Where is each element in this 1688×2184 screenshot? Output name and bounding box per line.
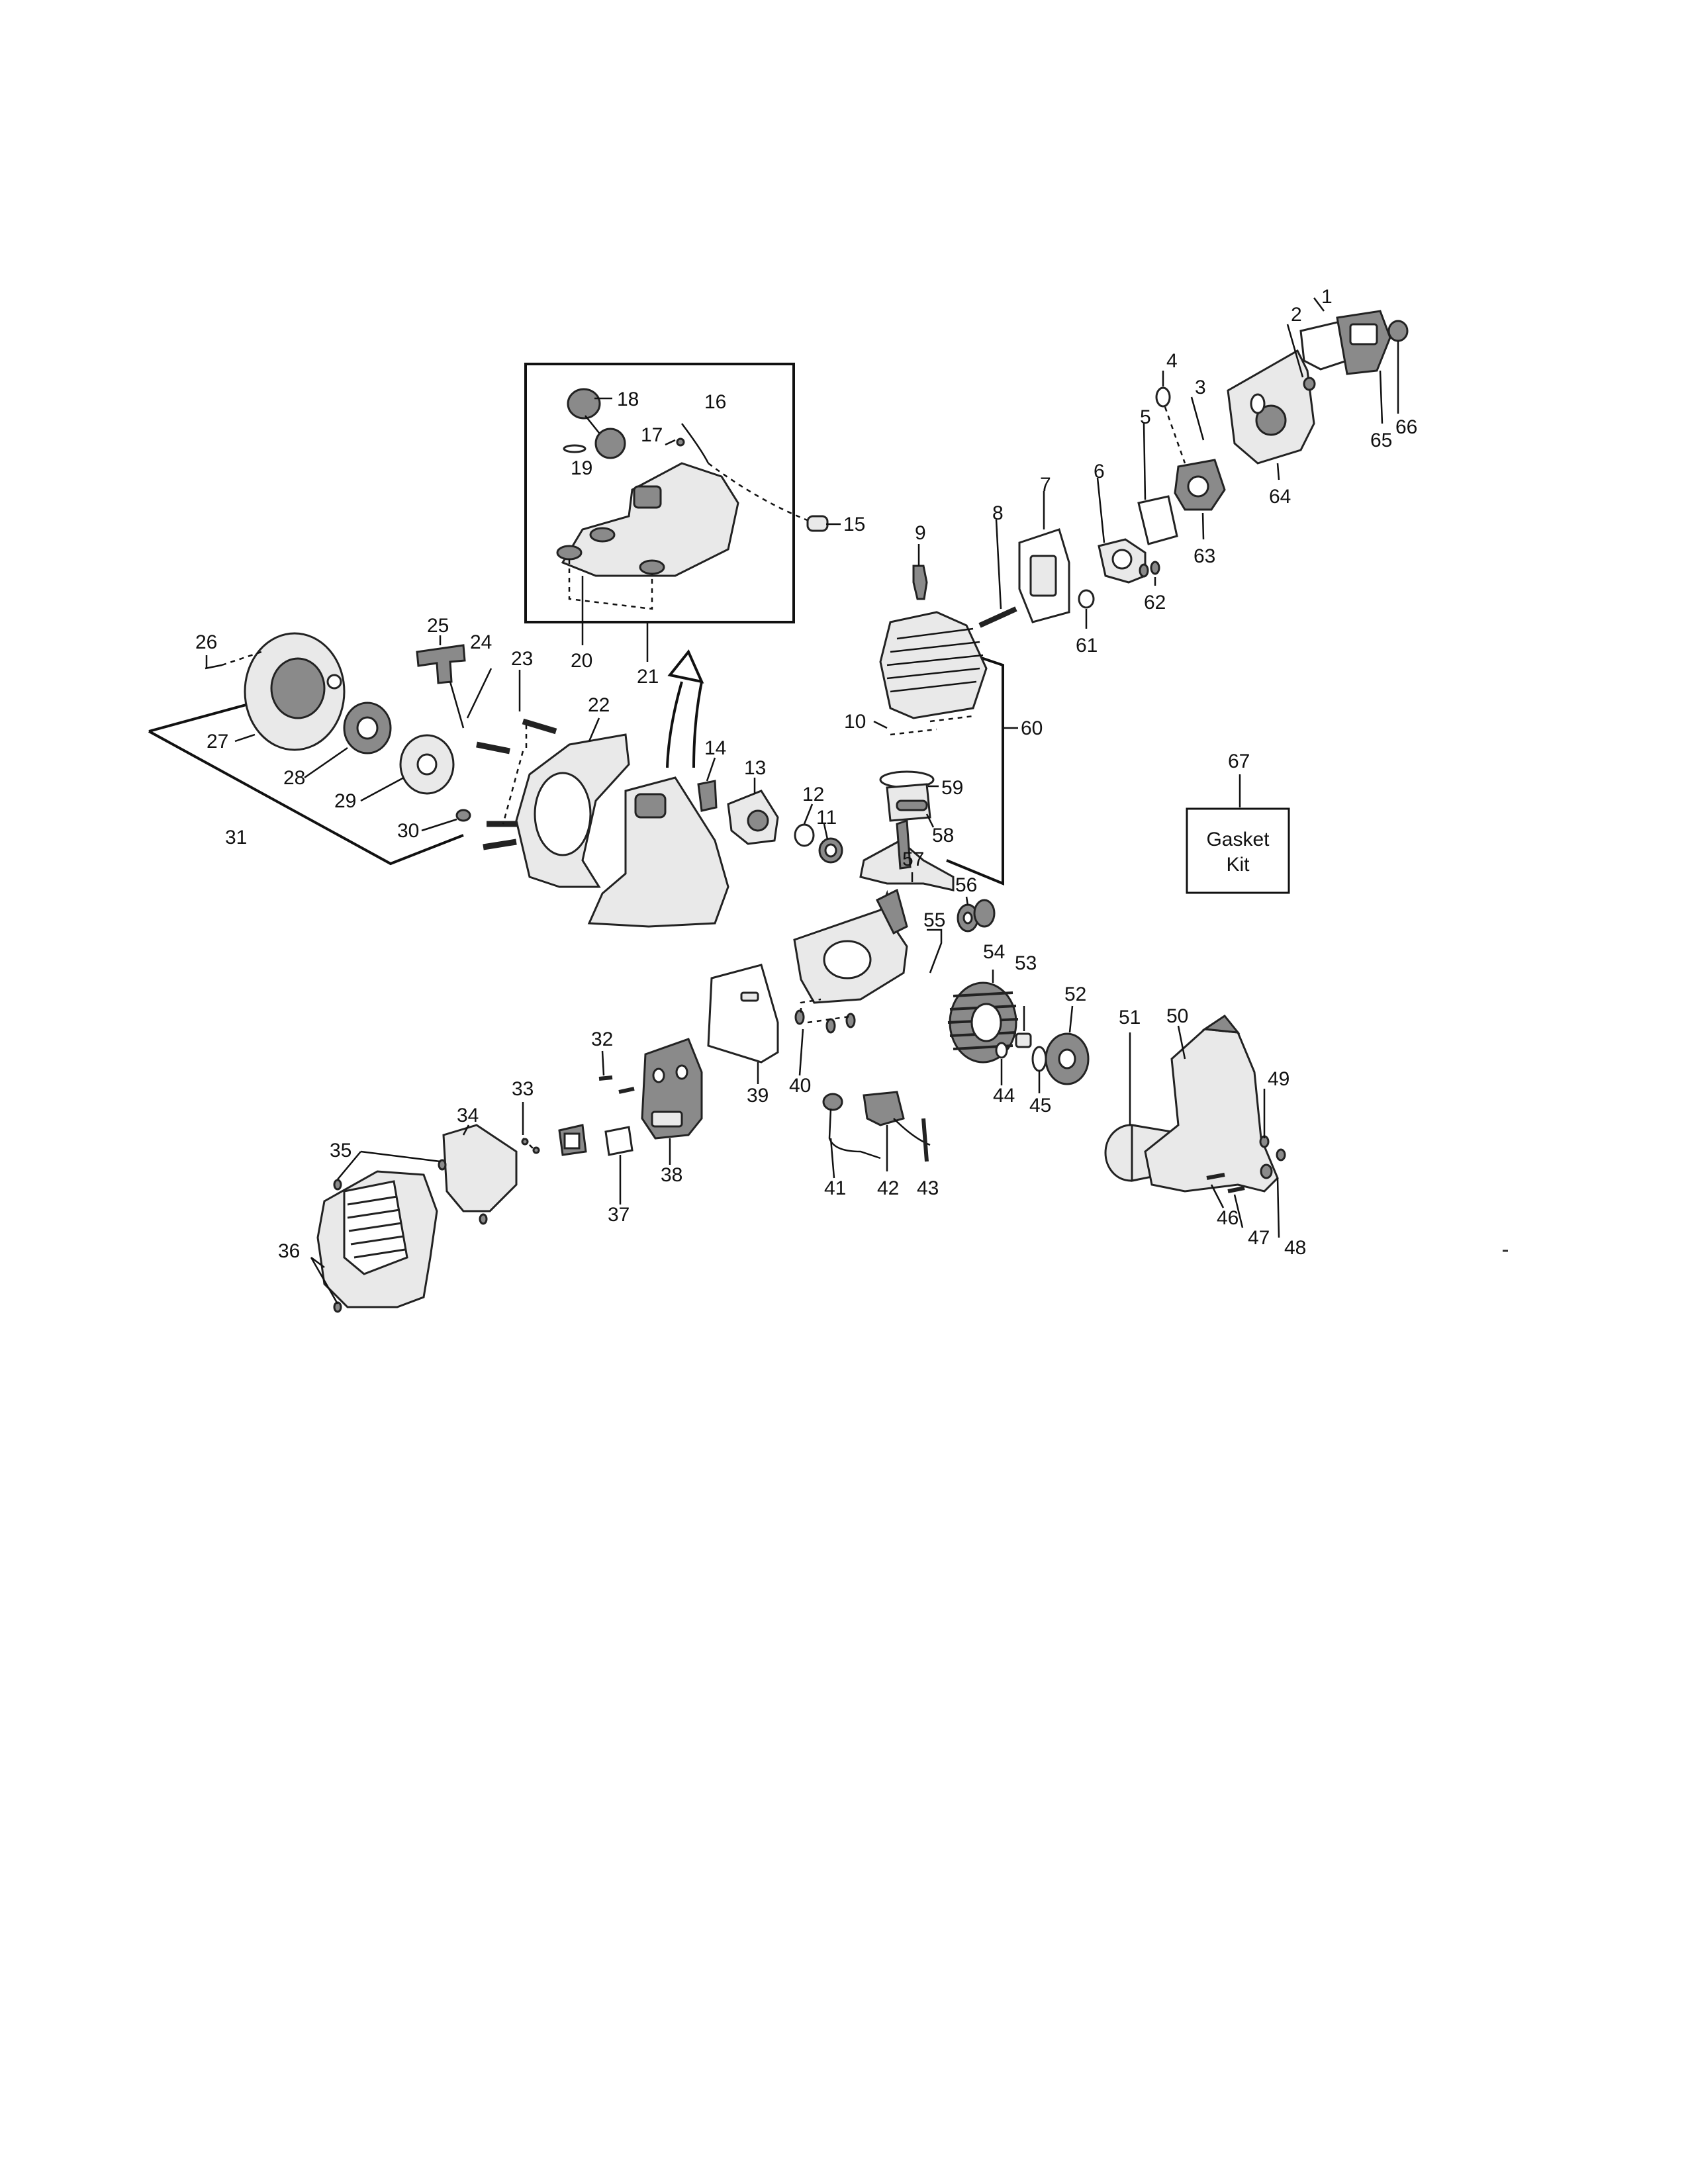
part-label-31: 31 [225,827,247,848]
part-label-40: 40 [789,1075,811,1097]
gasket-kit-line1: Gasket [1206,829,1270,850]
part-label-54: 54 [983,941,1005,963]
part-label-25: 25 [427,615,449,637]
part-label-6: 6 [1094,461,1105,482]
part-label-22: 22 [588,694,610,716]
part-label-65: 65 [1370,430,1392,451]
part-label-18: 18 [617,388,639,410]
part-label-42: 42 [877,1177,899,1199]
part-label-17: 17 [641,424,663,446]
part-label-48: 48 [1284,1237,1306,1259]
part-label-41: 41 [824,1177,846,1199]
part-label-26: 26 [195,631,217,653]
part-label-16: 16 [704,391,726,413]
part-label-19: 19 [571,457,592,479]
part-label-60: 60 [1021,717,1043,739]
engine-housing [515,717,729,928]
part-label-33: 33 [512,1078,534,1100]
part-label-5: 5 [1140,406,1151,428]
part-label-62: 62 [1144,592,1166,614]
carburetor-assembly [1096,297,1409,586]
starter-assembly [148,632,557,866]
part-label-67: 67 [1228,751,1250,772]
part-label-3: 3 [1195,377,1206,398]
fuel-tank-inset [524,363,841,662]
part-label-43: 43 [917,1177,939,1199]
part-label-12: 12 [802,784,824,805]
gasket-kit-box: Gasket Kit [1186,774,1290,894]
part-label-30: 30 [397,820,419,842]
part-label-8: 8 [992,502,1004,524]
part-label-52: 52 [1064,983,1086,1005]
part-label-45: 45 [1029,1095,1051,1116]
part-label-4: 4 [1166,350,1178,372]
part-label-51: 51 [1119,1007,1141,1028]
flywheel-clutch [822,970,1286,1238]
part-label-58: 58 [932,825,954,846]
front-cover-parts [310,1124,518,1313]
part-label-1: 1 [1321,286,1333,308]
cylinder-assembly [873,491,1095,736]
part-label-32: 32 [591,1028,613,1050]
part-label-35: 35 [330,1140,352,1161]
assembly-arrow [666,649,704,768]
crankcase-assembly [521,888,943,1205]
part-label-46: 46 [1217,1207,1239,1229]
part-label-7: 7 [1040,474,1051,496]
part-label-47: 47 [1248,1227,1270,1249]
part-label-24: 24 [470,631,492,653]
part-label-10: 10 [844,711,866,733]
gasket-kit-line2: Kit [1226,854,1250,876]
part-label-61: 61 [1076,635,1098,657]
part-label-2: 2 [1291,304,1302,326]
part-label-34: 34 [457,1105,479,1126]
part-labels: 1 2 3 4 5 6 7 8 9 10 11 12 13 14 15 16 1… [195,286,1417,1262]
part-label-49: 49 [1268,1068,1289,1090]
part-label-21: 21 [637,666,659,688]
part-label-9: 9 [915,522,926,544]
ignition-parts [697,757,779,845]
part-label-66: 66 [1395,416,1417,438]
part-label-64: 64 [1269,486,1291,508]
part-label-63: 63 [1194,545,1215,567]
part-label-27: 27 [207,731,228,752]
part-label-39: 39 [747,1085,769,1107]
part-label-59: 59 [941,777,963,799]
part-label-55: 55 [923,909,945,931]
part-label-36: 36 [278,1240,300,1262]
part-label-14: 14 [704,737,726,759]
part-label-37: 37 [608,1204,630,1226]
part-label-57: 57 [902,848,924,870]
part-label-13: 13 [744,757,766,779]
part-label-29: 29 [334,790,356,812]
part-label-15: 15 [843,514,865,535]
part-label-50: 50 [1166,1005,1188,1027]
part-label-44: 44 [993,1085,1015,1107]
part-label-56: 56 [955,874,977,896]
part-label-20: 20 [571,650,592,672]
part-label-28: 28 [283,767,305,789]
part-label-38: 38 [661,1164,682,1186]
part-label-53: 53 [1015,952,1037,974]
part-label-23: 23 [511,648,533,670]
part-label-11: 11 [816,807,837,829]
